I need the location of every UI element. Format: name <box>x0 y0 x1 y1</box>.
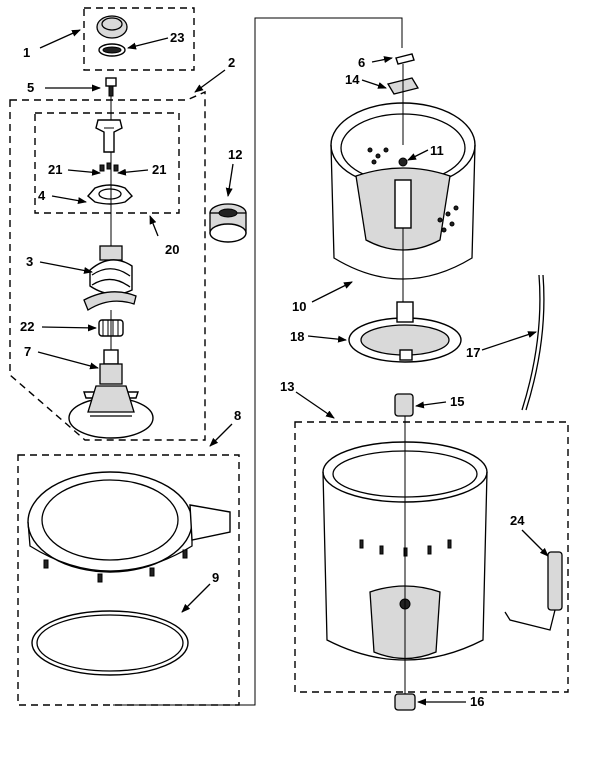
leader-3 <box>39 261 93 274</box>
leader-21b <box>117 168 149 176</box>
dog-parts <box>99 162 119 172</box>
callout-24: 24 <box>510 513 525 528</box>
leader-15 <box>415 401 447 409</box>
leader-9 <box>181 583 211 613</box>
leader-2 <box>194 69 226 93</box>
leader-14 <box>361 79 387 89</box>
ring-seal-part <box>31 610 189 676</box>
bolt-part <box>105 77 117 97</box>
hose-part-17 <box>521 274 545 411</box>
callout-13: 13 <box>280 379 294 394</box>
callout-7: 7 <box>24 344 31 359</box>
leader-12 <box>225 163 234 197</box>
leader-18 <box>307 335 347 343</box>
leader-1 <box>39 29 81 49</box>
leader-10 <box>311 281 353 303</box>
hub-part-18 <box>348 301 462 363</box>
callout-10: 10 <box>292 299 306 314</box>
group-box-tub <box>294 421 569 693</box>
callout-12: 12 <box>228 147 242 162</box>
nut-part-6 <box>395 53 415 65</box>
callout-18: 18 <box>290 329 304 344</box>
leader-22 <box>41 324 97 332</box>
cap-seal-part <box>98 43 126 57</box>
callout-17: 17 <box>466 345 480 360</box>
leader-13 <box>295 391 335 419</box>
callout-23: 23 <box>170 30 184 45</box>
leader-20 <box>149 215 159 237</box>
retainer-part <box>87 184 133 205</box>
leader-23 <box>127 37 169 50</box>
callout-11: 11 <box>430 143 444 158</box>
leader-7 <box>37 351 99 370</box>
group-box-agitator <box>9 90 206 441</box>
callout-5: 5 <box>27 80 34 95</box>
connector-line <box>113 17 403 706</box>
callout-14: 14 <box>345 72 360 87</box>
leader-11 <box>407 149 429 161</box>
callout-21a: 21 <box>48 162 62 177</box>
nut-part-16 <box>394 693 416 711</box>
callout-15: 15 <box>450 394 464 409</box>
callout-8: 8 <box>234 408 241 423</box>
leader-6 <box>371 56 393 64</box>
callout-2: 2 <box>228 55 235 70</box>
hose-part-24 <box>504 551 563 631</box>
leader-4 <box>51 195 87 205</box>
seal-part-12 <box>209 203 247 243</box>
cam-part <box>95 119 123 153</box>
group-box-cap <box>83 7 195 71</box>
callout-22: 22 <box>20 319 34 334</box>
agitator-base-part <box>68 349 154 439</box>
callout-4: 4 <box>38 188 46 203</box>
tub-ring-part <box>27 471 231 583</box>
leader-8 <box>209 423 233 447</box>
callout-16: 16 <box>470 694 484 709</box>
callout-3: 3 <box>26 254 33 269</box>
agitator-cap-part <box>96 15 128 39</box>
leader-17 <box>481 331 537 351</box>
coupling-part-15 <box>394 393 414 417</box>
leader-21a <box>67 168 101 176</box>
callout-9: 9 <box>212 570 219 585</box>
callout-6: 6 <box>358 55 365 70</box>
callout-1: 1 <box>23 45 30 60</box>
group-box-cam <box>34 112 180 214</box>
callout-20: 20 <box>165 242 179 257</box>
auger-part <box>83 245 137 311</box>
callout-21b: 21 <box>152 162 166 177</box>
leader-24 <box>521 529 549 557</box>
